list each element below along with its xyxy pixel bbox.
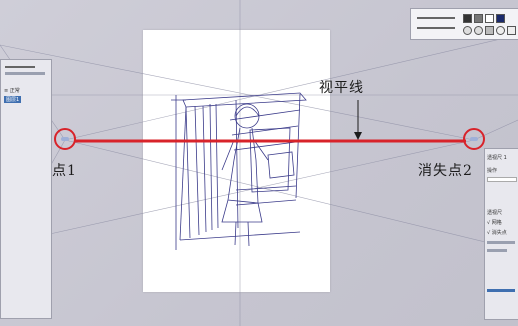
blend-mode-label[interactable]: ≡ 正常 (4, 88, 20, 94)
vanishing-point-checkbox[interactable]: √ 消失点 (487, 230, 507, 236)
color-swatch-white[interactable] (485, 14, 494, 23)
brush-shape-soft[interactable] (474, 26, 483, 35)
grid-checkbox[interactable]: √ 网格 (487, 220, 502, 226)
color-swatch-blue[interactable] (496, 14, 505, 23)
opacity-slider[interactable] (5, 66, 35, 68)
ruler-op-label: 操作 (487, 168, 498, 174)
ruler-option-bar-2[interactable] (487, 249, 507, 252)
brush-settings-panel (410, 8, 518, 40)
layer-row-bar (5, 72, 45, 75)
brush-shape-square[interactable] (485, 26, 494, 35)
layer-item-selected[interactable]: 图层1 (4, 96, 22, 103)
vanishing-point-2-marker[interactable] (463, 128, 485, 150)
ruler-edit-label: 透视尺 (487, 210, 503, 216)
color-swatch-black[interactable] (463, 14, 472, 23)
brush-size-slider[interactable] (417, 17, 455, 19)
color-swatch-gray[interactable] (474, 14, 483, 23)
horizon-pointer-arrow (354, 132, 362, 140)
ruler-op-select[interactable] (487, 177, 517, 182)
horizon-line-label: 视平线 (319, 80, 364, 96)
layer-panel: ≡ 正常 图层1 (0, 59, 52, 319)
vanishing-point-2-handle[interactable] (470, 137, 478, 141)
ruler-option-bar[interactable] (487, 241, 515, 244)
ruler-apply-bar[interactable] (487, 289, 515, 292)
character-sketch (171, 92, 307, 250)
vanishing-point-2-label: 消失点2 (418, 163, 473, 179)
ruler-panel: 透视尺 1 操作 透视尺 √ 网格 √ 消失点 (484, 148, 518, 320)
ruler-panel-title: 透视尺 1 (487, 155, 507, 161)
brush-shape-dot[interactable] (496, 26, 505, 35)
brush-density-slider[interactable] (417, 27, 455, 29)
drawing-paper[interactable] (143, 30, 330, 292)
brush-shape-flat[interactable] (507, 26, 516, 35)
brush-shape-round[interactable] (463, 26, 472, 35)
vanishing-point-1-marker[interactable] (54, 128, 76, 150)
vanishing-point-1-handle[interactable] (61, 137, 69, 141)
